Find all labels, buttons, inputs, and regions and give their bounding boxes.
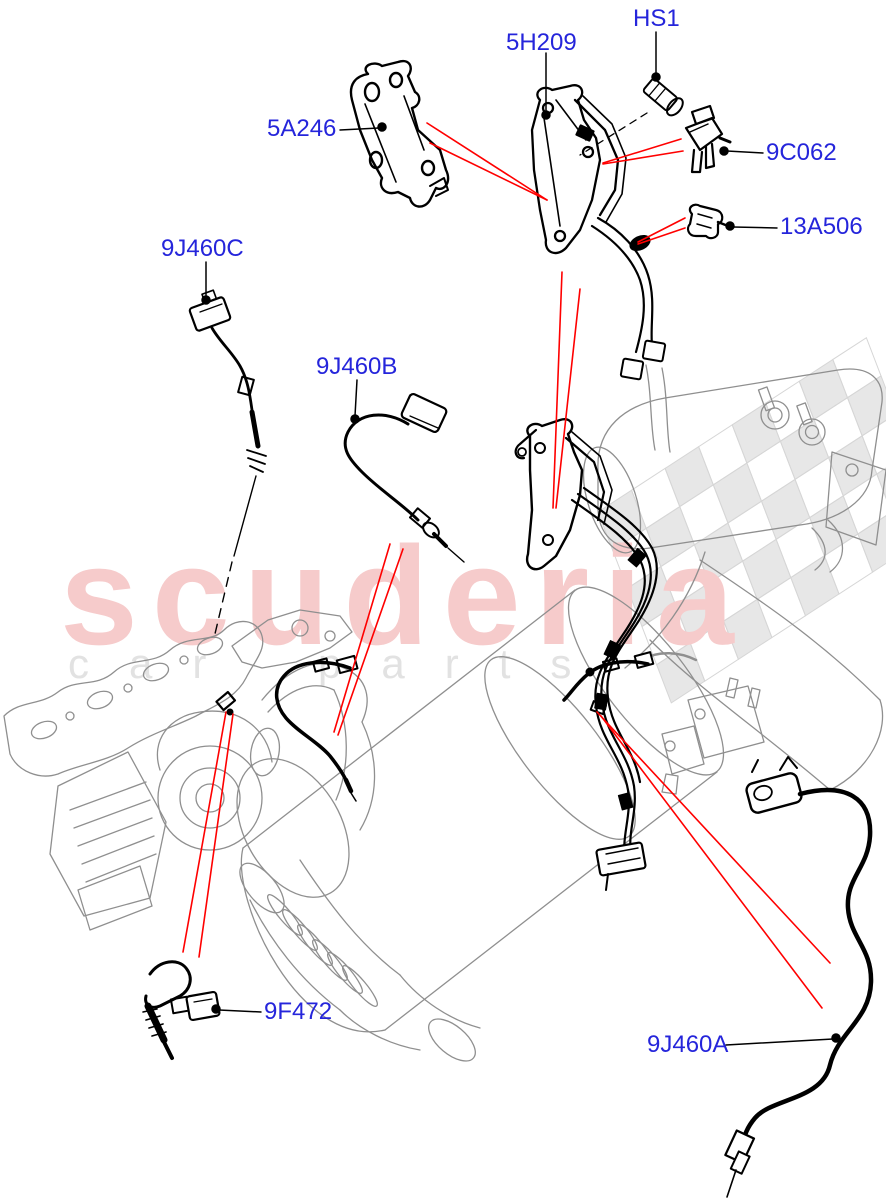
- installed-9f472-boss: [215, 690, 237, 716]
- label-9j460c[interactable]: 9J460C: [161, 235, 244, 262]
- part-9j460b-sensor[interactable]: [343, 392, 465, 563]
- watermark-word-parts: parts: [318, 640, 611, 687]
- red-pointer-lines: [182, 122, 831, 1009]
- part-5a246-bracket[interactable]: [349, 59, 450, 208]
- part-9j460c-sensor[interactable]: [188, 289, 267, 639]
- part-5h209-bracket-and-tubes[interactable]: [530, 84, 667, 381]
- label-9j460b[interactable]: 9J460B: [316, 353, 398, 380]
- label-5a246[interactable]: 5A246: [267, 115, 337, 142]
- part-9j460a-sensor[interactable]: [724, 756, 874, 1198]
- part-9c062-solenoid-valve[interactable]: [684, 104, 732, 174]
- label-9j460a[interactable]: 9J460A: [647, 1031, 729, 1058]
- label-9c062[interactable]: 9C062: [766, 139, 837, 166]
- leader-lines: [201, 31, 841, 1046]
- label-13a506[interactable]: 13A506: [780, 213, 863, 240]
- label-5h209[interactable]: 5H209: [506, 29, 577, 56]
- watermark: scuderia car parts: [60, 336, 886, 704]
- exhaust-system-background-art: [3, 364, 886, 1062]
- installed-9j460a-fitting: [562, 651, 655, 716]
- label-9f472[interactable]: 9F472: [264, 998, 333, 1025]
- part-hs1-bolt[interactable]: [642, 77, 686, 119]
- part-13a506-clip[interactable]: [686, 203, 730, 240]
- part-9f472-oxygen-sensor[interactable]: [142, 960, 221, 1060]
- checkered-flag-watermark: [597, 336, 886, 704]
- installed-9j460b-sensor: [274, 654, 359, 802]
- label-hs1[interactable]: HS1: [633, 5, 680, 32]
